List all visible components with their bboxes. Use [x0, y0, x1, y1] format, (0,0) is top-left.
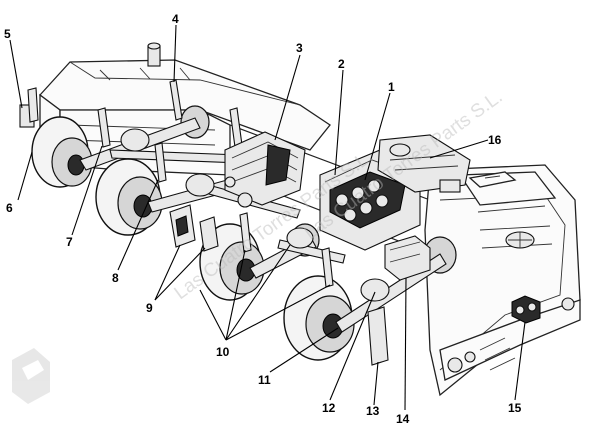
callout-10: 10 [216, 345, 230, 359]
leader-10a [225, 249, 246, 341]
leader-3 [274, 54, 301, 141]
part-13-column [367, 306, 389, 366]
wheel-rear-2 [95, 158, 163, 236]
callout-6: 6 [6, 201, 13, 215]
leader-10d [199, 289, 227, 341]
wheel-front-left [283, 275, 355, 361]
callout-2: 2 [338, 57, 345, 71]
leader-15 [514, 321, 526, 401]
callout-8: 8 [112, 271, 119, 285]
wheel-rear-1 [31, 116, 93, 188]
leader-9a [154, 244, 181, 301]
callout-13: 13 [366, 404, 380, 418]
leader-2 [334, 69, 344, 176]
callout-14: 14 [396, 412, 410, 424]
part-15-bracket [511, 295, 541, 324]
leader-13 [373, 361, 379, 406]
callout-9: 9 [146, 301, 153, 315]
leader-7 [71, 145, 103, 236]
callout-labels: 1 2 3 4 5 6 7 8 9 10 11 12 13 14 15 16 [4, 12, 522, 424]
callout-12: 12 [322, 401, 336, 415]
callout-1: 1 [388, 80, 395, 94]
leader-16 [429, 139, 489, 159]
callout-11: 11 [258, 373, 271, 387]
leader-12 [329, 291, 376, 401]
leader-10b [225, 244, 291, 341]
callout-16: 16 [488, 133, 502, 147]
leader-4 [173, 24, 177, 83]
leader-9b [154, 247, 206, 301]
leader-6 [17, 151, 33, 201]
callout-15: 15 [508, 401, 522, 415]
callout-5: 5 [4, 27, 11, 41]
callout-3: 3 [296, 41, 303, 55]
leader-1 [364, 92, 391, 181]
leader-10c [225, 284, 331, 341]
callout-7: 7 [66, 235, 73, 249]
gearbox [224, 131, 306, 208]
leader-lines [9, 24, 526, 411]
watermark-logo [12, 348, 50, 404]
part-9-blocks [169, 204, 219, 252]
leader-11 [269, 327, 339, 373]
leader-14 [404, 277, 407, 411]
cooling-assembly [377, 134, 471, 193]
leader-8 [117, 179, 159, 271]
callout-4: 4 [172, 12, 179, 26]
leader-5 [9, 39, 23, 109]
